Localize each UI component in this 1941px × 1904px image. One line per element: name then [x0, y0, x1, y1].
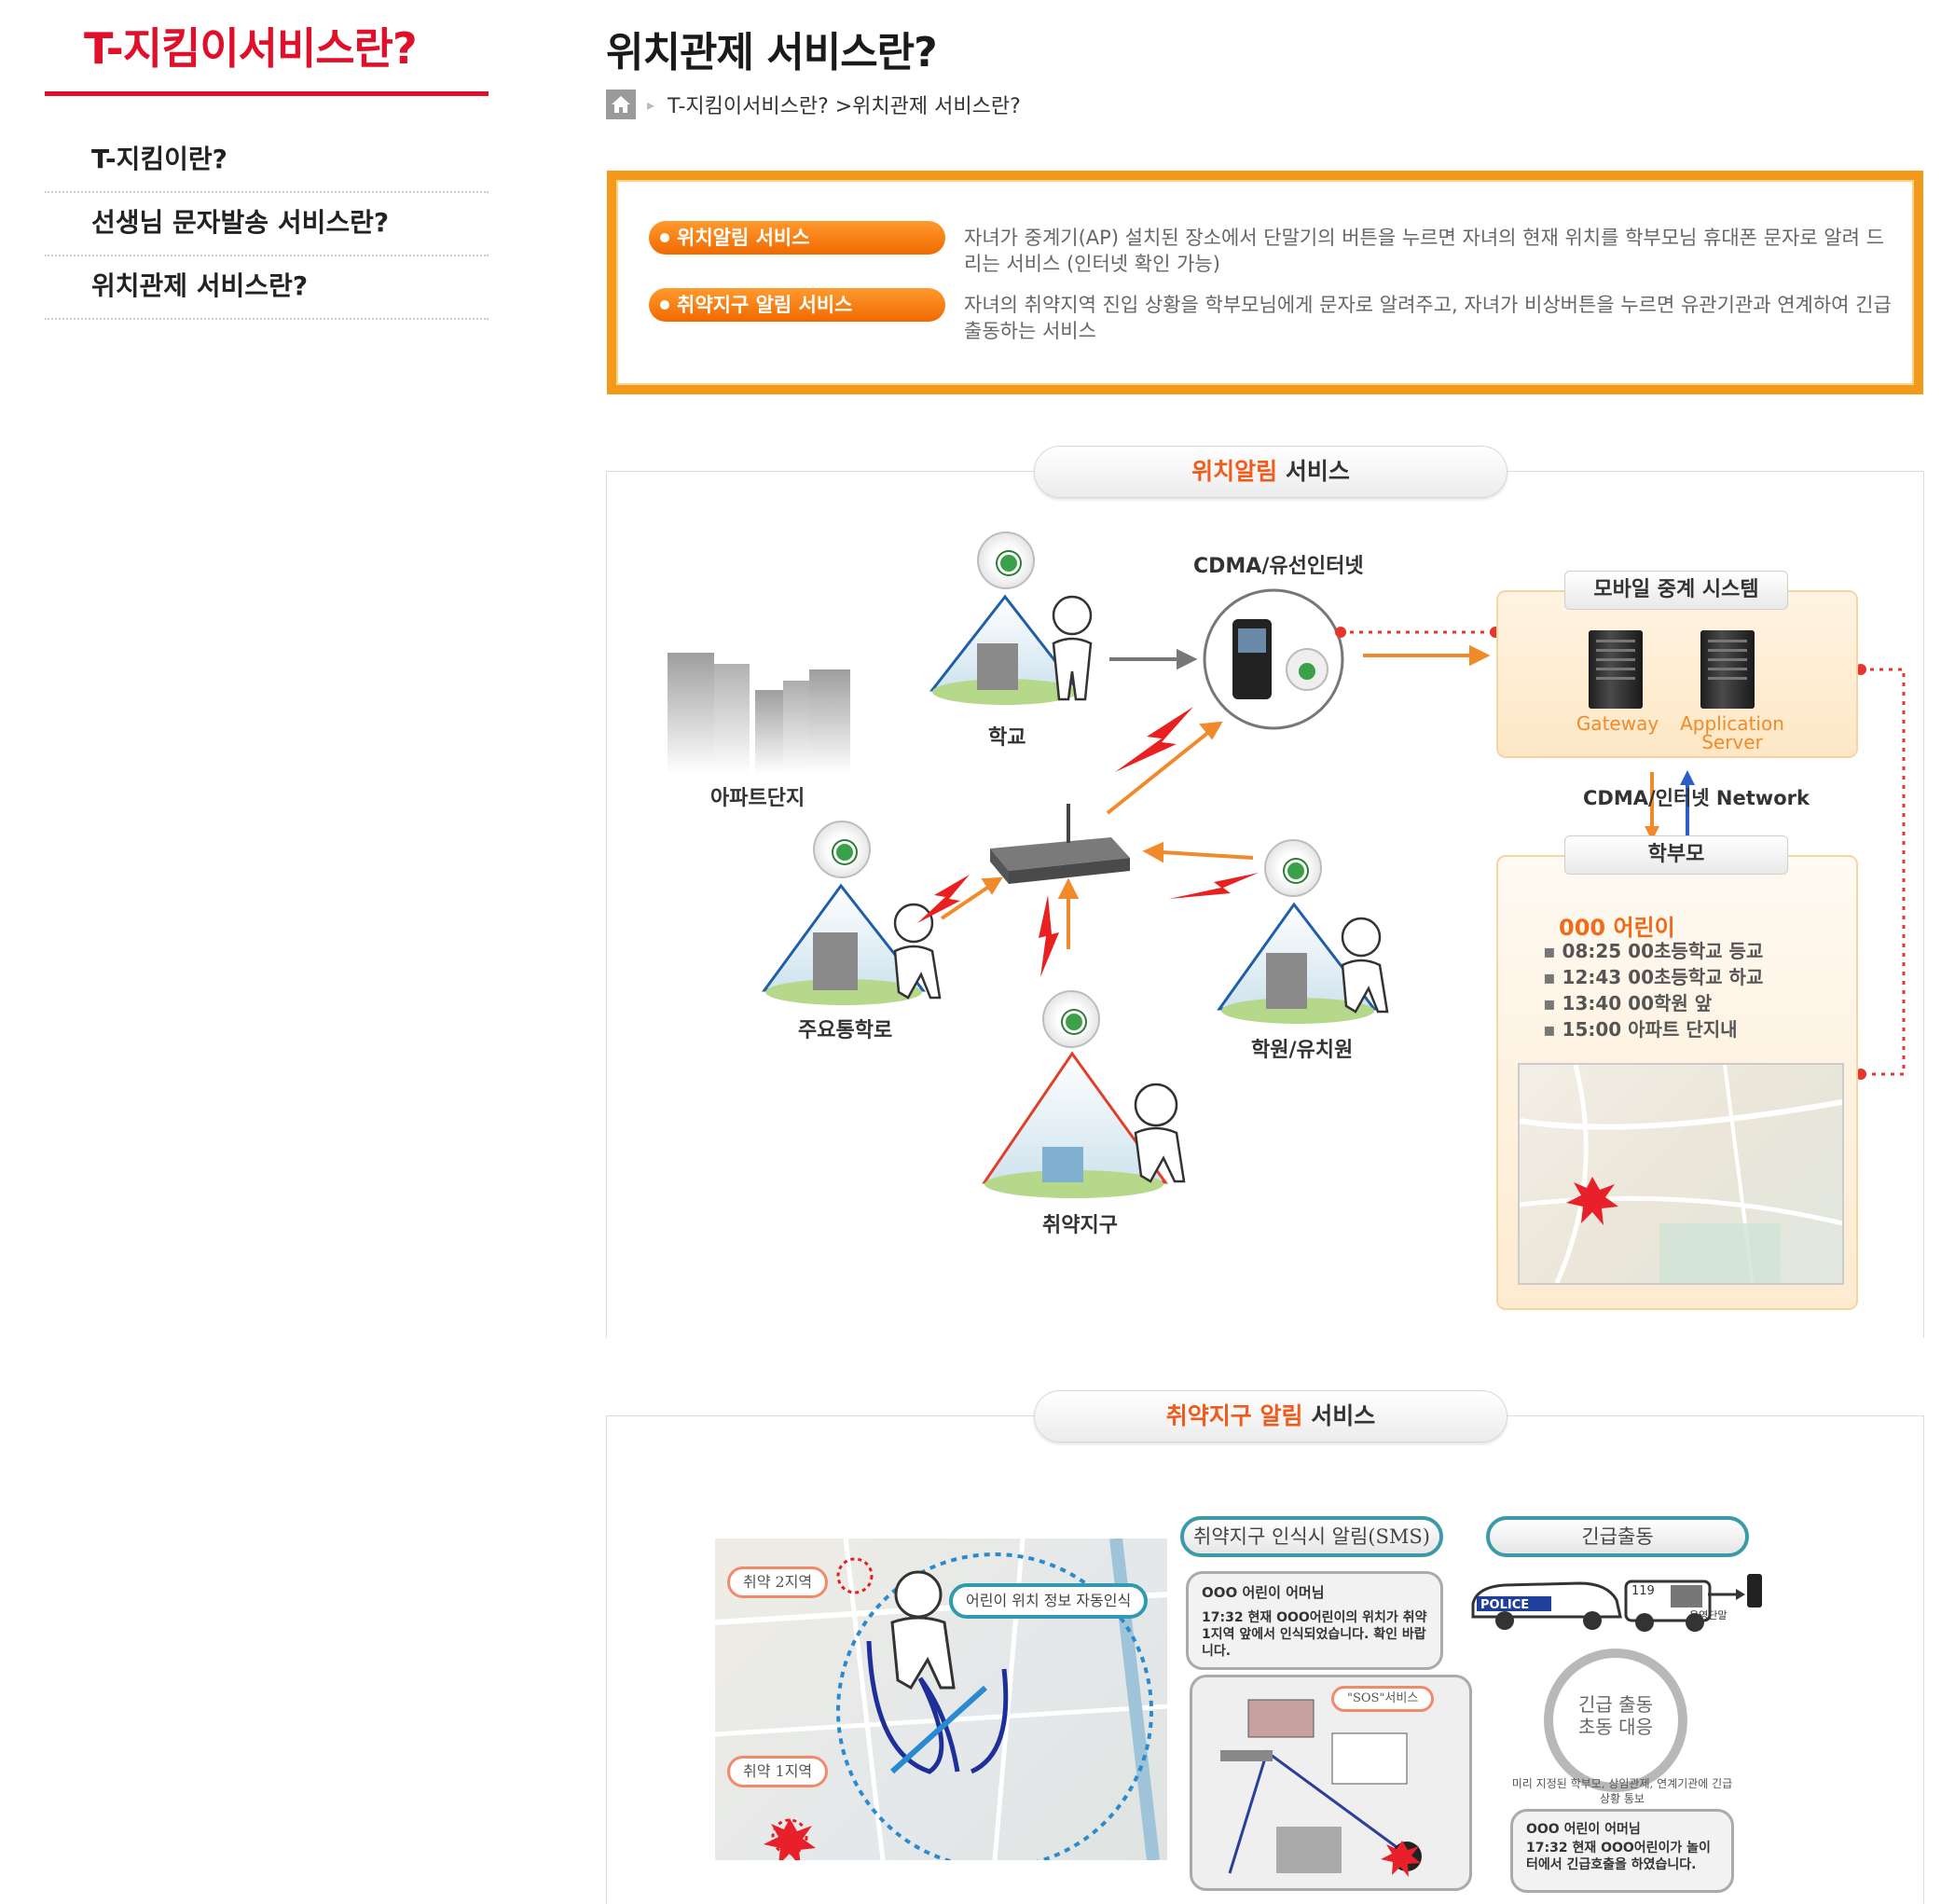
- danger-zone-section: 취약지구 알림 서비스: [606, 1390, 1924, 1904]
- label-danger-zone: 취약지구: [1042, 1214, 1118, 1237]
- auto-detect-tag: 어린이 위치 정보 자동인식: [949, 1583, 1149, 1619]
- breadcrumb: ▸ T-지킴이서비스란? >위치관제 서비스란?: [606, 89, 1021, 120]
- breadcrumb-path[interactable]: T-지킴이서비스란? >위치관제 서비스란?: [668, 95, 1021, 118]
- location-alert-section-title: 위치알림 서비스: [1034, 446, 1507, 498]
- parents-panel-title: 학부모: [1564, 835, 1788, 875]
- service-row-location: 위치알림 서비스 자녀가 중계기(AP) 설치된 장소에서 단말기의 버튼을 누…: [649, 221, 1896, 277]
- gateway-server-icon: [1589, 630, 1643, 709]
- map-roads: [1519, 1064, 1843, 1285]
- child-figure-icon: [893, 595, 1389, 1183]
- application-server-icon: [1700, 630, 1755, 709]
- academy-zone-icon: [1217, 902, 1378, 1024]
- service-desc-danger-zone: 자녀의 취약지역 진입 상황을 학부모님에게 문자로 알려주고, 자녀가 비상버…: [964, 294, 1892, 342]
- label-application: Application: [1680, 712, 1784, 735]
- police-label: POLICE: [1480, 1598, 1529, 1612]
- emergency-vehicles-icon: POLICE 119: [1471, 1574, 1762, 1632]
- sms-message-greeting: OOO 어린이 어머님: [1202, 1584, 1325, 1601]
- label-apartment: 아파트단지: [710, 787, 805, 810]
- location-alert-section: 위치알림 서비스: [606, 446, 1924, 1338]
- em-message-body: 17:32 현재 OOO어린이가 놀이터에서 긴급호출을 하였습니다.: [1526, 1841, 1711, 1872]
- relay-panel-title: 모바일 중계 시스템: [1564, 571, 1788, 610]
- emergency-message-box: OOO 어린이 어머님 17:32 현재 OOO어린이가 놀이터에서 긴급호출을…: [1510, 1809, 1734, 1893]
- sidebar-item-t-guard[interactable]: T-지킴이란?: [45, 130, 489, 193]
- apartment-icon: [668, 653, 850, 774]
- label-gateway: Gateway: [1576, 712, 1659, 735]
- route-zone-icon: [762, 883, 927, 1005]
- home-icon[interactable]: [606, 90, 636, 119]
- em-ring-line-2: 초동 대응: [1578, 1716, 1653, 1738]
- service-pill-location: 위치알림 서비스: [649, 221, 945, 255]
- sms-message-box: OOO 어린이 어머님 17:32 현재 OOO어린이의 위치가 취약 1지역 …: [1186, 1571, 1443, 1670]
- num-119-label: 119: [1631, 1584, 1655, 1598]
- log-item: 15:00 아파트 단지내: [1543, 1016, 1763, 1042]
- emergency-header: 긴급출동: [1486, 1516, 1749, 1557]
- label-network: CDMA/인터넷 Network: [1583, 787, 1810, 809]
- ap-sensor-icon: [977, 531, 1035, 589]
- label-academy: 학원/유치원: [1251, 1039, 1354, 1062]
- ops-terminal-label: 운영단말: [1689, 1609, 1728, 1621]
- zone-2-tag: 취약 2지역: [727, 1566, 829, 1598]
- child-name: 000 어린이: [1559, 915, 1675, 941]
- label-cdma: CDMA/유선인터넷: [1193, 555, 1364, 578]
- sidebar-item-location-control[interactable]: 위치관제 서비스란?: [45, 256, 489, 320]
- zone-1-tag: 취약 1지역: [727, 1756, 829, 1787]
- sos-service-tag: "SOS"서비스: [1331, 1686, 1435, 1712]
- emergency-notice: 미리 지정된 학부모, 상임관제, 연계기관에 긴급상황 통보: [1511, 1777, 1733, 1805]
- em-ring-line-1: 긴급 출동: [1578, 1693, 1653, 1716]
- danger-zone-icon: [982, 1051, 1168, 1198]
- sos-diagram: [1220, 1699, 1422, 1877]
- label-school: 학교: [988, 726, 1026, 750]
- label-server: Server: [1701, 731, 1763, 753]
- service-desc-location: 자녀가 중계기(AP) 설치된 장소에서 단말기의 버튼을 누르면 자녀의 현재…: [964, 227, 1884, 275]
- ap-sensor-icon: [1264, 839, 1322, 897]
- log-item: 12:43 00초등학교 하교: [1543, 964, 1764, 990]
- location-map: [1518, 1063, 1844, 1285]
- emergency-response-ring: 긴급 출동 초동 대응: [1544, 1649, 1687, 1792]
- sidebar-item-teacher-sms[interactable]: 선생님 문자발송 서비스란?: [45, 193, 489, 256]
- service-row-danger-zone: 취약지구 알림 서비스 자녀의 취약지역 진입 상황을 학부모님에게 문자로 알…: [649, 288, 1896, 344]
- breadcrumb-arrow-icon: ▸: [647, 95, 655, 114]
- label-route: 주요통학로: [798, 1019, 893, 1042]
- sidebar-divider: [45, 91, 489, 96]
- sidebar-menu: T-지킴이란? 선생님 문자발송 서비스란? 위치관제 서비스란?: [45, 130, 489, 320]
- school-zone-icon: [929, 594, 1081, 705]
- em-message-greeting: OOO 어린이 어머님: [1526, 1822, 1641, 1837]
- network-arrows-icon: [1645, 770, 1695, 841]
- sidebar-title: T-지킴이서비스란?: [84, 23, 418, 74]
- router-icon: [990, 804, 1130, 884]
- sidebar: T-지킴이서비스란? T-지킴이란? 선생님 문자발송 서비스란? 위치관제 서…: [45, 19, 489, 320]
- alert-burst-icon: [1566, 1177, 1618, 1225]
- ap-sensor-icon: [813, 821, 871, 878]
- sms-alert-header: 취약지구 인식시 알림(SMS): [1180, 1516, 1443, 1557]
- danger-zone-section-title: 취약지구 알림 서비스: [1034, 1390, 1507, 1442]
- page-title: 위치관제 서비스란?: [606, 29, 938, 76]
- service-summary-box: 위치알림 서비스 자녀가 중계기(AP) 설치된 장소에서 단말기의 버튼을 누…: [607, 171, 1923, 394]
- sms-message-body: 17:32 현재 OOO어린이의 위치가 취약 1지역 앞에서 인식되었습니다.…: [1202, 1610, 1427, 1659]
- log-item: 13:40 00학원 앞: [1543, 990, 1763, 1016]
- ap-sensor-icon: [1042, 990, 1100, 1048]
- log-item: 08:25 00초등학교 등교: [1543, 938, 1764, 964]
- location-log: 08:25 00초등학교 등교 12:43 00초등학교 하교 13:40 00…: [1543, 938, 1764, 1042]
- cdma-phone-icon: [1203, 588, 1344, 730]
- service-pill-danger-zone: 취약지구 알림 서비스: [649, 288, 945, 322]
